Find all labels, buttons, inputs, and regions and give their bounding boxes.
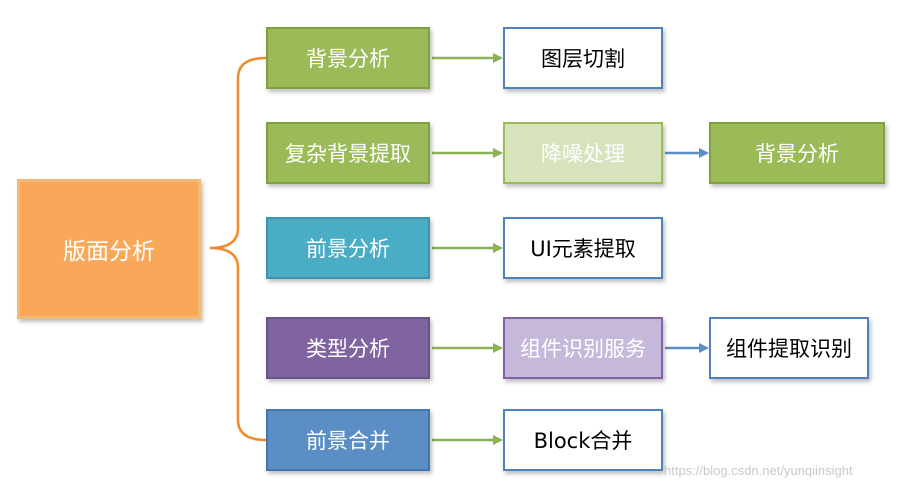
root-node-label: 版面分析 (63, 239, 155, 265)
node-label: Block合并 (533, 429, 633, 453)
node-label: 图层切割 (541, 47, 625, 71)
node-label: 组件识别服务 (520, 337, 646, 361)
node-foreground-merge: 前景合并 (266, 409, 430, 471)
node-component-recognition-service: 组件识别服务 (503, 317, 663, 379)
node-type-analysis: 类型分析 (266, 317, 430, 379)
node-label: 前景分析 (306, 237, 390, 261)
node-complex-background-extraction: 复杂背景提取 (266, 122, 430, 184)
node-layer-cutting: 图层切割 (503, 27, 663, 89)
node-label: 背景分析 (306, 47, 390, 71)
node-label: 降噪处理 (541, 142, 625, 166)
node-background-analysis: 背景分析 (266, 27, 430, 89)
node-ui-element-extraction: UI元素提取 (503, 217, 663, 279)
root-node-layout-analysis: 版面分析 (17, 179, 201, 319)
node-label: 组件提取识别 (726, 337, 852, 361)
node-label: 前景合并 (306, 429, 390, 453)
node-label: UI元素提取 (530, 237, 636, 261)
node-denoise-processing: 降噪处理 (503, 122, 663, 184)
watermark-url: https://blog.csdn.net/yunqiinsight (664, 463, 853, 478)
node-block-merge: Block合并 (503, 409, 663, 471)
node-label: 背景分析 (755, 142, 839, 166)
node-component-extraction-recognition: 组件提取识别 (709, 317, 869, 379)
node-label: 类型分析 (306, 337, 390, 361)
node-label: 复杂背景提取 (285, 142, 411, 166)
curly-bracket-connector (209, 56, 267, 442)
node-background-analysis-2: 背景分析 (709, 122, 885, 184)
node-foreground-analysis: 前景分析 (266, 217, 430, 279)
